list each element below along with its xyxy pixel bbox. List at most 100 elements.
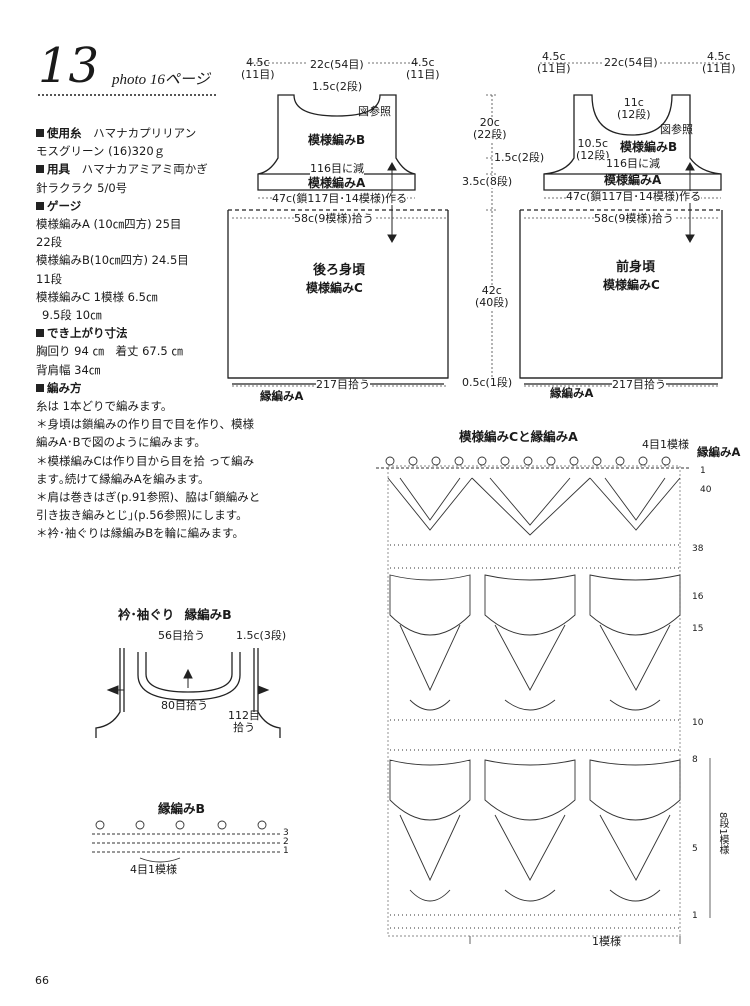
method-line6: ＊肩は巻きはぎ(p.91参照)、脇は｢鎖編みと [36,490,261,505]
front-neck-depth: 11c (12段) [617,97,651,121]
back-edge-pickup: 217目拾う [316,378,370,391]
collar-armhole-outline [95,648,281,738]
body-height-value: 42c [481,284,502,297]
tools-line2: 針ラクラク 5/0号 [36,180,128,195]
back-shoulder-right-width: 4.5c [411,56,435,69]
pattern-a-height: 3.5c(8段) [462,175,513,188]
materials-info: 使用糸 ハマナカプリリアン モスグリーン (16)320ｇ 用具 ハマナカアミア… [36,124,296,543]
back-pickup: 58c(9模様)拾う [294,212,374,225]
back-edging-a: 縁編みA [260,389,304,403]
collar-title-main: 衿･袖ぐり [118,607,175,622]
front-neck-depth-rows: (12段) [617,108,651,121]
armhole-pickup-count: 112目 [228,709,260,722]
stitch-chart [376,456,711,944]
back-shoulder-right-stitches: (11目) [406,68,440,81]
edging-b-row2: 2 [283,837,289,847]
yarn-line2: モスグリーン (16)320ｇ [36,144,166,159]
edging-b-chart [92,820,280,863]
method-line2: ＊身頃は鎖編みの作り目で目を作り、模様 [36,417,255,432]
method-heading: 編み方 [36,379,296,397]
back-see-diagram: 図参照 [358,105,391,118]
page-number: 66 [35,974,49,987]
front-shoulder-left-stitches: (11目) [537,62,571,75]
gauge-line3: 模様編みB(10㎝四方) 24.5目 [36,253,189,268]
method-line8: ＊衿･袖ぐりは縁編みBを輪に編みます。 [36,526,244,541]
pattern-number: 13 [38,38,100,94]
chart-side-label: 8段1模様 [717,812,728,855]
chart-title: 模様編みCと縁編みA [459,429,578,444]
gauge-heading: ゲージ [36,197,296,215]
chart-edge-label: 縁編みA [697,445,741,459]
edging-b-repeat: 4目1模様 [130,863,177,876]
front-neck-pickup: 80目拾う [161,699,208,712]
body-height-rows: (40段) [475,296,509,309]
gauge-line4: 11段 [36,271,63,286]
chart-picots [385,456,671,466]
gauge-line6: 9.5段 10㎝ [42,308,102,323]
size-line1: 胸回り 94 ㎝ 着丈 67.5 ㎝ [36,344,183,359]
header-divider [38,94,216,96]
chart-row-1: 1 [700,466,706,476]
edging-b-title: 縁編みB [158,801,206,816]
back-shoulder-left-stitches: (11目) [241,68,275,81]
front-shoulder-right-width: 4.5c [707,50,731,63]
chart-repeat-label: 4目1模様 [642,438,689,451]
front-chain: 47c(鎖117目･14模様)作る [566,190,702,203]
neck-pickup: 56目拾う [158,629,205,642]
edge-height: 0.5c(1段) [462,376,513,389]
body-height: 42c (40段) [475,285,509,309]
collar-title: 衿･袖ぐり 縁編みB [118,604,232,623]
chart-row-10: 10 [692,718,704,728]
edging-b-row3: 3 [283,828,289,838]
chart-row-5: 5 [692,844,698,854]
front-neck-side-value: 10.5c [577,137,609,150]
edging-b-row1: 1 [283,846,289,856]
photo-reference: photo 16ページ [112,72,210,88]
method-line4: ＊模様編みCは作り目から目を拾 って編み [36,453,255,468]
pattern-b-height: 1.5c(2段) [494,151,545,164]
chart-row-16: 16 [692,592,704,602]
collar-arrows [106,668,270,695]
chart-rows [390,544,680,929]
tools-line1: ハマナカアミアミ両かぎ [81,162,208,177]
front-bodice-outline [519,94,723,385]
front-pickup: 58c(9模様)拾う [594,212,674,225]
front-see-diagram: 図参照 [660,123,693,136]
chart-row-1b: 1 [692,911,698,921]
front-neck-side: 10.5c (12段) [576,138,610,162]
method-line3: 編みA･Bで図のように編みます。 [36,435,206,450]
upper-height: 20c (22段) [473,117,507,141]
front-bodice-name: 前身頃 [616,260,656,275]
front-edge-pickup: 217目拾う [612,378,666,391]
chart-fans-top [387,477,681,536]
yarn-line1: ハマナカプリリアン [93,126,197,140]
armhole-pickup: 112目 拾う [228,710,260,734]
front-neck-side-rows: (12段) [576,149,610,162]
back-shoulder-left: 4.5c (11目) [241,57,275,81]
front-shoulder-right-stitches: (11目) [702,62,736,75]
front-neck-depth-value: 11c [623,96,644,109]
front-decrease: 116目に減 [606,157,660,170]
front-shoulder-left-width: 4.5c [542,50,566,63]
front-pattern-c: 模様編みC [603,278,660,292]
back-pattern-c: 模様編みC [306,281,363,295]
collar-depth: 1.5c(3段) [236,629,287,642]
chart-row-38: 38 [692,544,704,554]
yarn-heading: 使用糸 [36,126,82,140]
gauge-line5: 模様編みC 1模様 6.5㎝ [36,289,158,304]
front-neck-width: 22c(54目) [602,56,660,69]
chart-fans-mid [389,574,681,711]
front-edging-a: 縁編みA [550,386,594,400]
back-pattern-b: 模様編みB [308,133,366,147]
front-pattern-b: 模様編みB [620,140,678,154]
front-shoulder-right: 4.5c (11目) [702,51,736,75]
armhole-pickup-note: 拾う [233,721,255,734]
chart-bottom-label: 1模様 [592,935,621,948]
gauge-line2: 22段 [36,235,63,250]
front-pattern-a: 模様編みA [604,173,662,187]
back-shoulder-left-width: 4.5c [246,56,270,69]
method-line1: 糸は 1本どりで編みます。 [36,399,173,414]
chart-fans-low [389,759,681,902]
back-neck-depth: 1.5c(2段) [312,80,363,93]
